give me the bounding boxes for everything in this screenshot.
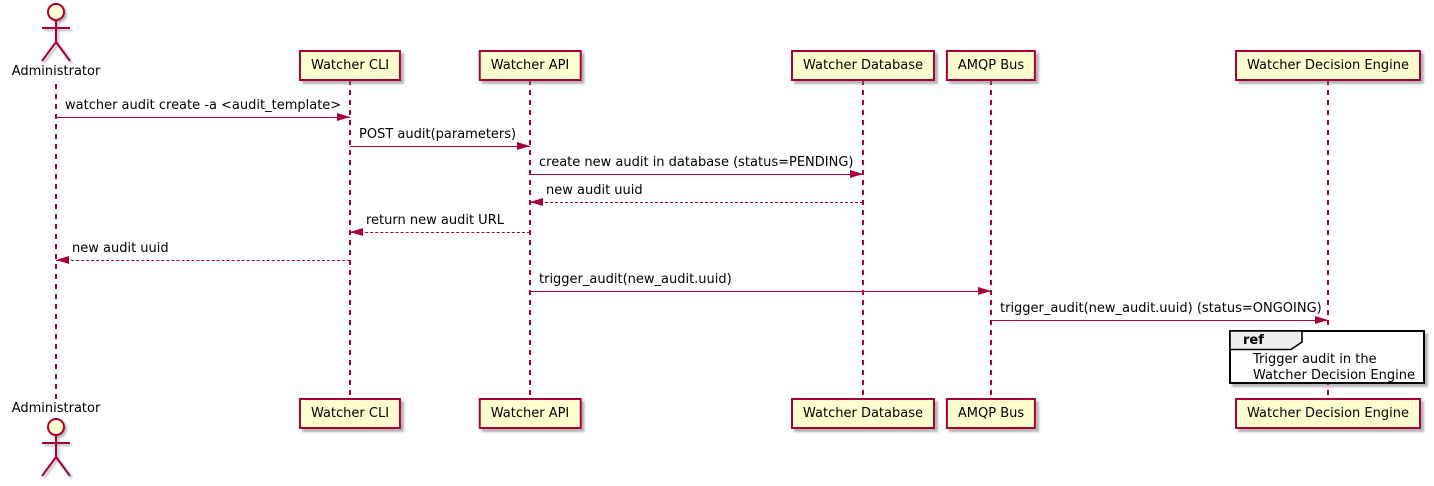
message-line-2 <box>350 146 530 147</box>
message-arrowhead-6 <box>56 256 69 264</box>
participant-bottom-watcher-cli: Watcher CLI <box>298 398 402 429</box>
lifeline-administrator <box>55 84 57 400</box>
actor-label-bottom-administrator: Administrator <box>11 401 101 416</box>
message-arrowhead-2 <box>517 142 530 150</box>
ref-fragment-text-line: Watcher Decision Engine <box>1253 368 1415 383</box>
participant-top-amqp-bus: AMQP Bus <box>945 50 1037 81</box>
participant-top-watcher-database: Watcher Database <box>791 50 935 81</box>
message-label-6: new audit uuid <box>72 241 169 256</box>
message-line-5 <box>350 232 530 233</box>
message-line-6 <box>56 260 350 261</box>
message-label-8: trigger_audit(new_audit.uuid) (status=ON… <box>1000 301 1322 316</box>
message-arrowhead-4 <box>530 198 543 206</box>
message-label-4: new audit uuid <box>546 183 643 198</box>
message-line-8 <box>991 320 1328 321</box>
ref-header-pentagon <box>1229 330 1303 351</box>
actor-figure-bottom-administrator <box>41 418 71 477</box>
message-line-1 <box>56 117 350 118</box>
lifeline-watcher-database <box>862 80 864 400</box>
lifeline-watcher-decision-engine <box>1327 80 1329 400</box>
message-line-7 <box>530 291 991 292</box>
participant-top-watcher-api: Watcher API <box>478 50 582 81</box>
ref-fragment-text: Trigger audit in the Watcher Decision En… <box>1253 352 1415 384</box>
message-line-3 <box>530 174 863 175</box>
message-line-4 <box>530 202 863 203</box>
message-label-2: POST audit(parameters) <box>359 127 517 142</box>
ref-fragment: ref Trigger audit in the Watcher Decisio… <box>1229 330 1425 384</box>
message-label-5: return new audit URL <box>366 213 504 228</box>
lifeline-amqp-bus <box>990 80 992 400</box>
participant-bottom-watcher-decision-engine: Watcher Decision Engine <box>1235 398 1421 429</box>
message-arrowhead-7 <box>978 287 991 295</box>
participant-bottom-watcher-api: Watcher API <box>478 398 582 429</box>
actor-label-top-administrator: Administrator <box>11 64 101 79</box>
participant-top-watcher-decision-engine: Watcher Decision Engine <box>1235 50 1421 81</box>
message-arrowhead-8 <box>1315 316 1328 324</box>
lifeline-watcher-cli <box>349 80 351 400</box>
message-label-3: create new audit in database (status=PEN… <box>539 155 854 170</box>
actor-figure-top-administrator <box>41 3 71 62</box>
participant-bottom-amqp-bus: AMQP Bus <box>945 398 1037 429</box>
ref-fragment-text-line: Trigger audit in the <box>1253 352 1377 367</box>
ref-keyword-label: ref <box>1243 333 1264 348</box>
message-label-7: trigger_audit(new_audit.uuid) <box>539 272 732 287</box>
message-label-1: watcher audit create -a <audit_template> <box>65 98 342 113</box>
lifeline-watcher-api <box>529 80 531 400</box>
message-arrowhead-3 <box>850 170 863 178</box>
message-arrowhead-5 <box>350 228 363 236</box>
participant-top-watcher-cli: Watcher CLI <box>298 50 402 81</box>
participant-bottom-watcher-database: Watcher Database <box>791 398 935 429</box>
message-arrowhead-1 <box>337 113 350 121</box>
